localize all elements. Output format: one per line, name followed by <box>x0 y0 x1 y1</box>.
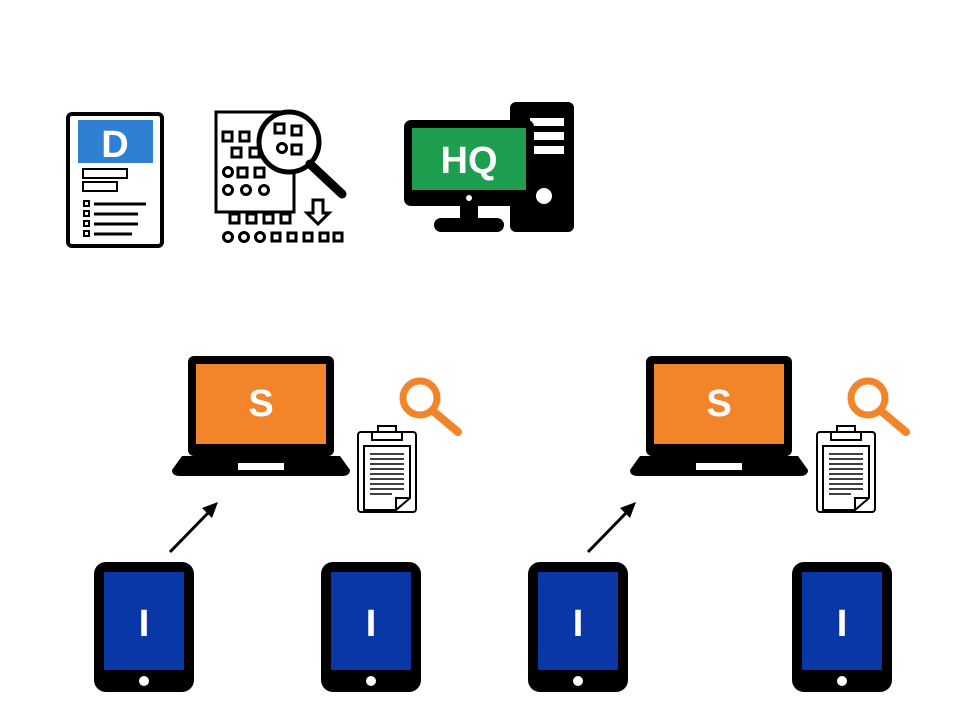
tablet-icon-3: I <box>528 562 628 699</box>
hq-label: HQ <box>441 140 498 182</box>
desktop-computer-icon: HQ <box>402 100 578 239</box>
magnifier-icon-2 <box>846 376 912 443</box>
arrow-to-server-1 <box>160 496 230 567</box>
tablet-letter-3: I <box>573 603 584 645</box>
tablet-icon-4: I <box>792 562 892 699</box>
tablet-icon-2: I <box>321 562 421 699</box>
server-letter-1: S <box>248 383 273 425</box>
server-laptop-2: S <box>630 356 810 485</box>
server-letter-2: S <box>706 383 731 425</box>
document-letter: D <box>101 124 128 166</box>
tablet-letter-1: I <box>139 603 150 645</box>
clipboard-report-icon-1 <box>356 424 420 519</box>
server-laptop-1: S <box>172 356 352 485</box>
magnifier-icon-1 <box>398 376 464 443</box>
arrow-to-server-2 <box>578 496 648 567</box>
clipboard-report-icon-2 <box>815 424 879 519</box>
tablet-letter-4: I <box>837 603 848 645</box>
data-search-transform-icon <box>212 108 348 251</box>
document-form-icon: D <box>66 112 164 255</box>
tablet-icon-1: I <box>94 562 194 699</box>
tablet-letter-2: I <box>366 603 377 645</box>
